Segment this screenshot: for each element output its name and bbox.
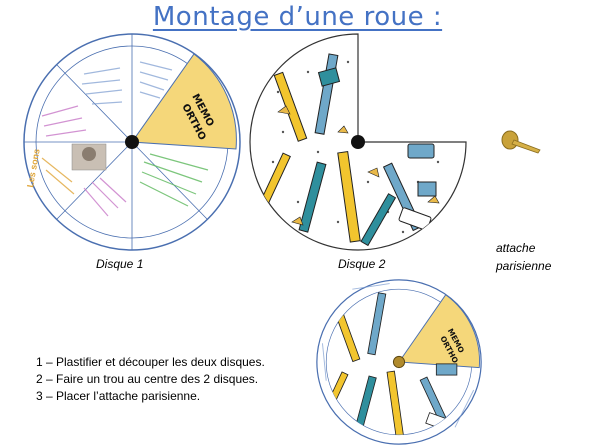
instruction-step-2: 2 – Faire un trou au centre des 2 disque…	[36, 372, 259, 386]
assembled-wheel: MEMO ORTHO	[316, 279, 482, 445]
fastener-caption-line1: attache	[496, 241, 536, 255]
disk-1: Les sons MEMO ORTHO	[23, 33, 241, 251]
disk-2-caption: Disque 2	[338, 257, 386, 271]
instructions-list: 1 – Plastifier et découper les deux disq…	[36, 354, 265, 405]
page-title: Montage d’une roue :	[152, 2, 443, 32]
fastener-caption-line2: parisienne	[496, 259, 552, 273]
disk-2	[249, 33, 467, 251]
disk-1-caption: Disque 1	[96, 257, 144, 271]
paper-fastener-image	[501, 130, 541, 154]
instruction-step-1: 1 – Plastifier et découper les deux disq…	[36, 355, 265, 369]
instruction-step-3: 3 – Placer l’attache parisienne.	[36, 389, 201, 403]
